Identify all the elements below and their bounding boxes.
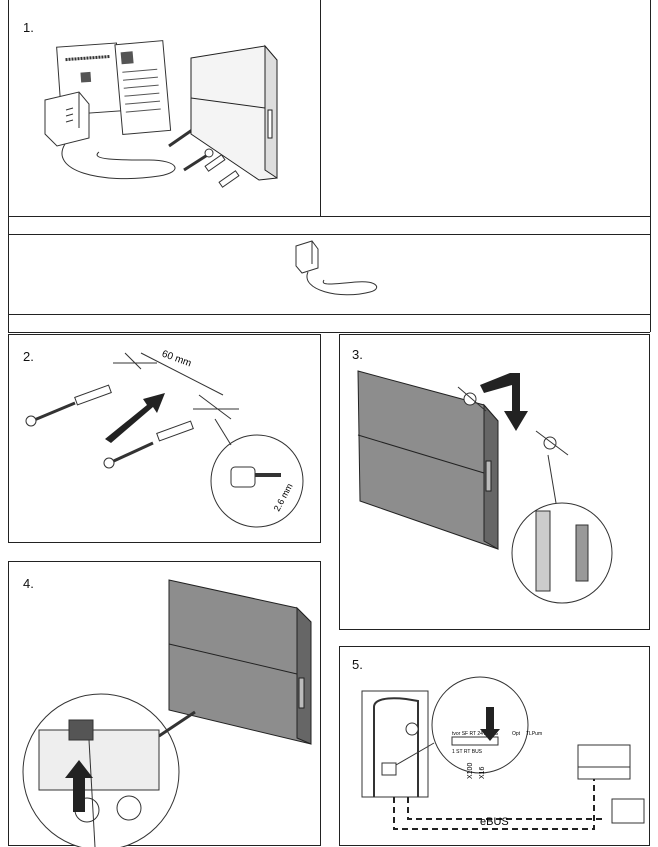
cable-connection-illustration bbox=[22, 579, 312, 847]
divider-2 bbox=[8, 234, 650, 235]
frame-right-mid bbox=[650, 216, 651, 332]
frame-right-top bbox=[650, 0, 651, 216]
panel-step-3: 3. bbox=[339, 334, 650, 630]
panel-step-1: 1. bbox=[8, 0, 321, 217]
power-adapter bbox=[44, 91, 176, 180]
manual-sheet-2 bbox=[114, 40, 172, 135]
opt-label: Opt bbox=[512, 731, 521, 737]
divider-1 bbox=[8, 216, 650, 217]
magnifier-circle bbox=[431, 676, 529, 774]
thermostat-device-box bbox=[190, 44, 278, 181]
panel-step-2: 2. 60 mm 2.6 mm bbox=[8, 334, 321, 543]
device-hanging-illustration bbox=[357, 370, 613, 604]
wall-mount-drilling-illustration: 60 mm 2.6 mm bbox=[25, 349, 304, 528]
terminal-bottom-label: 1 ST RT BUS bbox=[452, 749, 483, 755]
transformer-icon bbox=[611, 798, 645, 824]
frame-left-mid bbox=[8, 216, 9, 332]
thermostat-device-box bbox=[357, 370, 499, 550]
package-contents-illustration bbox=[44, 40, 278, 188]
divider-3 bbox=[8, 314, 650, 315]
magnifier-circle bbox=[210, 434, 304, 528]
down-arrow-icon bbox=[480, 707, 500, 741]
thermostat-outline bbox=[577, 744, 631, 780]
step-number-1: 1. bbox=[23, 20, 34, 35]
step-number-2: 2. bbox=[23, 349, 34, 364]
magnifier-circle bbox=[511, 502, 613, 604]
x100-label: X100 bbox=[467, 763, 474, 779]
insert-arrow-icon bbox=[105, 393, 165, 443]
panel-step-4: 4. bbox=[8, 561, 321, 847]
thermostat-device-box bbox=[168, 579, 312, 745]
divider-4 bbox=[8, 332, 650, 333]
terminal-top-label: tvor SF RT 24V BUS bbox=[452, 731, 499, 737]
dimension-spacing-label: 60 mm bbox=[160, 349, 192, 370]
tlpum-label: TLPum bbox=[526, 731, 542, 737]
panel-step-5: 5. tvor SF RT 24V BUS 1 ST RT BUS Opt TL… bbox=[339, 646, 650, 846]
step-number-4: 4. bbox=[23, 576, 34, 591]
plug-arrow-icon bbox=[65, 760, 93, 812]
x16-label: X16 bbox=[479, 766, 486, 779]
step-number-3: 3. bbox=[352, 347, 363, 362]
step-number-5: 5. bbox=[352, 657, 363, 672]
ebus-wiring-diagram: tvor SF RT 24V BUS 1 ST RT BUS Opt TLPum… bbox=[361, 676, 645, 830]
ebus-label: eBUS bbox=[480, 816, 509, 828]
hang-arrow-icon bbox=[480, 373, 528, 431]
